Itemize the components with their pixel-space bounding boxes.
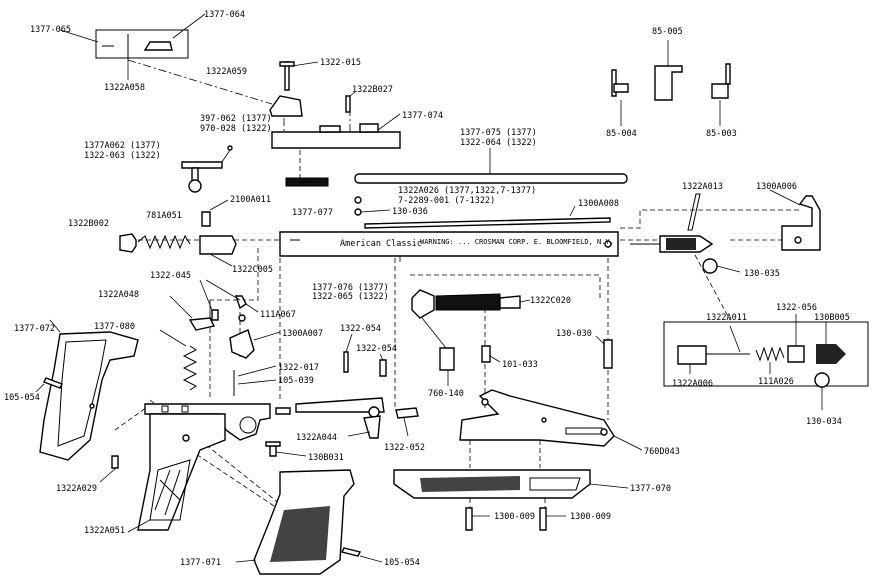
forend-screws bbox=[465, 507, 566, 531]
washers bbox=[354, 196, 391, 216]
label-1322-052: 1322-052 bbox=[384, 443, 425, 453]
label-1377-065: 1377-065 bbox=[30, 25, 71, 35]
label-105-054-a: 105-054 bbox=[4, 393, 40, 403]
label-1300a008: 1300A008 bbox=[578, 199, 619, 209]
label-1322-054-b: 1322-054 bbox=[356, 344, 397, 354]
pump-linkage bbox=[411, 289, 613, 386]
label-130-035: 130-035 bbox=[744, 269, 780, 279]
label-1322a058: 1322A058 bbox=[104, 83, 145, 93]
label-1322c020: 1322C020 bbox=[530, 296, 571, 306]
label-781a051: 781A051 bbox=[146, 211, 182, 221]
label-1322-015: 1322-015 bbox=[320, 58, 361, 68]
right-grip bbox=[235, 469, 383, 575]
label-1322-064: 1322-064 (1322) bbox=[460, 138, 537, 148]
left-grip bbox=[35, 319, 139, 461]
label-1322c005: 1322C005 bbox=[232, 265, 273, 275]
label-101-033: 101-033 bbox=[502, 360, 538, 370]
springs bbox=[159, 329, 277, 396]
trigger-frame bbox=[144, 397, 419, 441]
label-1377-075: 1377-075 (1377) bbox=[460, 128, 537, 138]
valve-detail-box bbox=[663, 314, 869, 410]
front-sights bbox=[611, 40, 731, 126]
label-7-2289-001: 7-2289-001 (7-1322) bbox=[398, 196, 495, 206]
label-85-003: 85-003 bbox=[706, 129, 737, 139]
label-1322b027: 1322B027 bbox=[352, 85, 393, 95]
label-760d043: 760D043 bbox=[644, 447, 680, 457]
label-1377a062: 1377A062 (1377) bbox=[84, 141, 161, 151]
receiver-top bbox=[271, 113, 401, 149]
label-105-054-b: 105-054 bbox=[384, 558, 420, 568]
label-1322a011: 1322A011 bbox=[706, 313, 747, 323]
label-1377-077: 1377-077 bbox=[292, 208, 333, 218]
label-1322-056: 1322-056 bbox=[776, 303, 817, 313]
label-130-036: 130-036 bbox=[392, 207, 428, 217]
label-1377-072: 1377-072 bbox=[14, 324, 55, 334]
label-1322a026: 1322A026 (1377,1322,7-1377) bbox=[398, 186, 536, 196]
label-1377-076: 1377-076 (1377) bbox=[312, 283, 389, 293]
main-body: American Classic WARNING: ... CROSMAN CO… bbox=[279, 231, 619, 262]
label-1322a044: 1322A044 bbox=[296, 433, 337, 443]
pump-lever bbox=[459, 389, 643, 451]
label-1322a048: 1322A048 bbox=[98, 290, 139, 300]
label-1377-071: 1377-071 bbox=[180, 558, 221, 568]
rear-sight-parts bbox=[269, 61, 356, 117]
label-1322a013: 1322A013 bbox=[682, 182, 723, 192]
label-130b031: 130B031 bbox=[308, 453, 344, 463]
label-1322a006: 1322A006 bbox=[672, 379, 713, 389]
label-1322-045: 1322-045 bbox=[150, 271, 191, 281]
breech-parts bbox=[119, 199, 237, 267]
pump-rod bbox=[364, 205, 611, 229]
label-130b005: 130B005 bbox=[814, 313, 850, 323]
label-1322-065: 1322-065 (1322) bbox=[312, 292, 389, 302]
rear-sight-box bbox=[59, 13, 206, 80]
label-1300-009-a: 1300-009 bbox=[494, 512, 535, 522]
label-111a067: 111A067 bbox=[260, 310, 296, 320]
label-1322a059: 1322A059 bbox=[206, 67, 247, 77]
barrel-brand-text: American Classic bbox=[340, 239, 422, 249]
label-1322a051: 1322A051 bbox=[84, 526, 125, 536]
label-130-030: 130-030 bbox=[556, 329, 592, 339]
label-1377-074: 1377-074 bbox=[402, 111, 443, 121]
bolt bbox=[181, 145, 233, 193]
grip-screws bbox=[99, 441, 307, 483]
label-1322-063: 1322-063 (1322) bbox=[84, 151, 161, 161]
label-105-039: 105-039 bbox=[278, 376, 314, 386]
small-screws bbox=[343, 333, 387, 377]
label-1377-080: 1377-080 bbox=[94, 322, 135, 332]
label-2100a011: 2100A011 bbox=[230, 195, 271, 205]
label-1322a029: 1322A029 bbox=[56, 484, 97, 494]
label-970-028: 970-028 (1322) bbox=[200, 124, 272, 134]
label-1300a007: 1300A007 bbox=[282, 329, 323, 339]
label-85-005: 85-005 bbox=[652, 27, 683, 37]
label-130-034: 130-034 bbox=[806, 417, 842, 427]
pump-tube bbox=[354, 148, 628, 184]
trigger-parts bbox=[169, 279, 281, 359]
forend bbox=[393, 469, 629, 499]
valve-assembly bbox=[630, 189, 821, 274]
label-1322b002: 1322B002 bbox=[68, 219, 109, 229]
label-1322-054-a: 1322-054 bbox=[340, 324, 381, 334]
barrel-warning-text: WARNING: ... CROSMAN CORP. E. BLOOMFIELD… bbox=[420, 238, 614, 246]
lower-frame bbox=[127, 413, 226, 533]
label-1377-064: 1377-064 bbox=[204, 10, 245, 20]
label-397-062: 397-062 (1377) bbox=[200, 114, 272, 124]
label-1300a006: 1300A006 bbox=[756, 182, 797, 192]
part-1377-077 bbox=[285, 177, 329, 187]
part-labels: 1377-064 1377-065 1322A058 1322A059 1322… bbox=[4, 10, 850, 568]
label-111a026: 111A026 bbox=[758, 377, 794, 387]
label-1300-009-b: 1300-009 bbox=[570, 512, 611, 522]
label-1377-070: 1377-070 bbox=[630, 484, 671, 494]
label-760-140: 760-140 bbox=[428, 389, 464, 399]
label-1322-017: 1322-017 bbox=[278, 363, 319, 373]
label-85-004: 85-004 bbox=[606, 129, 637, 139]
